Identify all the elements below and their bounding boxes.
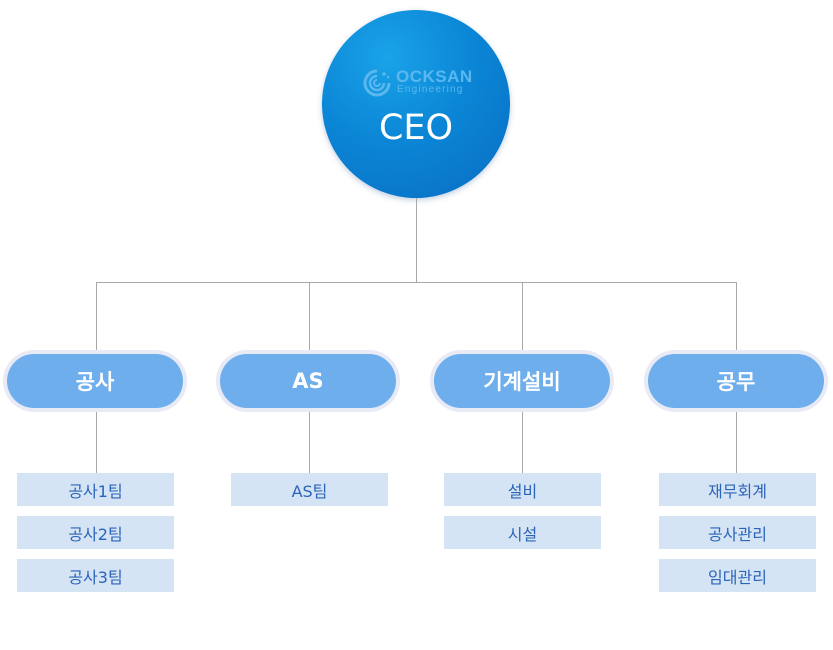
connector-teams-2 — [309, 412, 310, 473]
company-logo: OCKSAN Engineering — [362, 68, 474, 98]
department-label: 공무 — [648, 354, 824, 408]
team-box: 설비 — [444, 473, 601, 506]
connector-horizontal — [96, 282, 737, 283]
team-box: 공사관리 — [659, 516, 816, 549]
connector-ceo-trunk — [416, 198, 417, 282]
team-box: AS팀 — [231, 473, 388, 506]
ceo-label: CEO — [378, 108, 454, 148]
team-box: 공사1팀 — [17, 473, 174, 506]
department-label: 공사 — [7, 354, 183, 408]
department-label: 기계설비 — [434, 354, 610, 408]
connector-teams-1 — [96, 412, 97, 473]
logo-name: OCKSAN — [396, 67, 473, 86]
connector-dept-2 — [309, 282, 310, 350]
department-administration: 공무 — [644, 350, 828, 412]
connector-teams-3 — [522, 412, 523, 473]
team-box: 임대관리 — [659, 559, 816, 592]
department-label: AS — [220, 354, 396, 408]
connector-teams-4 — [736, 412, 737, 473]
team-box: 공사3팀 — [17, 559, 174, 592]
department-construction: 공사 — [3, 350, 187, 412]
connector-dept-1 — [96, 282, 97, 350]
wave-logo-icon — [363, 69, 391, 97]
team-box: 재무회계 — [659, 473, 816, 506]
connector-dept-4 — [736, 282, 737, 350]
ceo-node: OCKSAN Engineering CEO — [322, 10, 510, 198]
team-box: 시설 — [444, 516, 601, 549]
department-as: AS — [216, 350, 400, 412]
department-mechanical: 기계설비 — [430, 350, 614, 412]
logo-subtitle: Engineering — [397, 84, 464, 95]
connector-dept-3 — [522, 282, 523, 350]
team-box: 공사2팀 — [17, 516, 174, 549]
